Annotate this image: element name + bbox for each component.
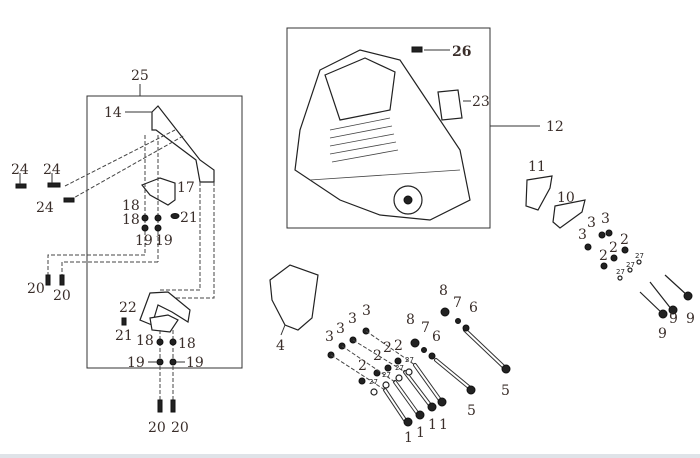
callout-25: 25 xyxy=(131,68,149,84)
callout-1: 1 xyxy=(439,417,448,433)
callout-24: 24 xyxy=(36,200,54,216)
callout-20: 20 xyxy=(171,420,189,436)
callout-27: 27 xyxy=(369,378,378,386)
bottom-border xyxy=(0,454,700,458)
callout-24: 24 xyxy=(43,162,61,178)
callout-19: 19 xyxy=(135,233,153,249)
callout-9: 9 xyxy=(658,326,667,342)
callout-2: 2 xyxy=(620,232,629,248)
callout-20: 20 xyxy=(27,281,45,297)
callout-27: 27 xyxy=(382,371,391,379)
callout-12: 12 xyxy=(546,119,564,135)
callout-27: 27 xyxy=(395,364,404,372)
oil-pipe-assembly xyxy=(15,84,243,413)
callout-2: 2 xyxy=(599,248,608,264)
callout-18: 18 xyxy=(136,333,154,349)
callout-27: 27 xyxy=(405,356,414,364)
callout-3: 3 xyxy=(336,321,345,337)
callout-14: 14 xyxy=(104,105,122,121)
callout-20: 20 xyxy=(53,288,71,304)
bottom-mount-bolts xyxy=(269,264,511,427)
callout-17: 17 xyxy=(177,180,195,196)
engine-assembly xyxy=(286,27,540,229)
bottom-callouts: 4 3 3 3 3 2 2 2 2 27 27 27 27 1 1 1 1 8 … xyxy=(276,283,510,446)
callout-18: 18 xyxy=(122,198,140,214)
callout-2: 2 xyxy=(609,240,618,256)
callout-1: 1 xyxy=(404,430,413,446)
callout-22: 22 xyxy=(119,300,137,316)
callout-6: 6 xyxy=(469,300,478,316)
callout-9: 9 xyxy=(686,311,695,327)
left-callouts: 25 14 24 24 24 17 18 18 21 19 19 20 20 2… xyxy=(11,68,204,436)
callout-2: 2 xyxy=(394,338,403,354)
callout-2: 2 xyxy=(383,340,392,356)
right-mount-brackets xyxy=(525,175,693,319)
callout-3: 3 xyxy=(587,215,596,231)
callout-3: 3 xyxy=(348,311,357,327)
callout-1: 1 xyxy=(416,425,425,441)
callout-3: 3 xyxy=(601,211,610,227)
callout-26: 26 xyxy=(452,44,471,60)
callout-21: 21 xyxy=(180,210,198,226)
callout-6: 6 xyxy=(432,329,441,345)
callout-23: 23 xyxy=(472,94,490,110)
callout-4: 4 xyxy=(276,338,285,354)
callout-19: 19 xyxy=(186,355,204,371)
callout-9: 9 xyxy=(669,311,678,327)
callout-5: 5 xyxy=(501,383,510,399)
callout-8: 8 xyxy=(439,283,448,299)
callout-19: 19 xyxy=(155,233,173,249)
callout-11: 11 xyxy=(528,159,546,175)
callout-7: 7 xyxy=(453,295,462,311)
callout-5: 5 xyxy=(467,403,476,419)
callout-2: 2 xyxy=(358,358,367,374)
callout-3: 3 xyxy=(362,303,371,319)
callout-8: 8 xyxy=(406,312,415,328)
callout-3: 3 xyxy=(325,329,334,345)
callout-27: 27 xyxy=(635,252,644,260)
callout-3: 3 xyxy=(578,227,587,243)
callout-18: 18 xyxy=(122,212,140,228)
callout-27: 27 xyxy=(626,261,635,269)
callout-1: 1 xyxy=(428,417,437,433)
callout-27: 27 xyxy=(616,268,625,276)
callout-21: 21 xyxy=(115,328,133,344)
callout-2: 2 xyxy=(373,348,382,364)
callout-18: 18 xyxy=(178,336,196,352)
engine-callouts: 26 23 12 xyxy=(452,44,564,135)
callout-24: 24 xyxy=(11,162,29,178)
right-callouts: 11 10 3 3 3 2 2 2 27 27 27 9 9 9 xyxy=(528,159,695,342)
callout-10: 10 xyxy=(557,190,575,206)
callout-20: 20 xyxy=(148,420,166,436)
callout-19: 19 xyxy=(127,355,145,371)
callout-7: 7 xyxy=(421,320,430,336)
